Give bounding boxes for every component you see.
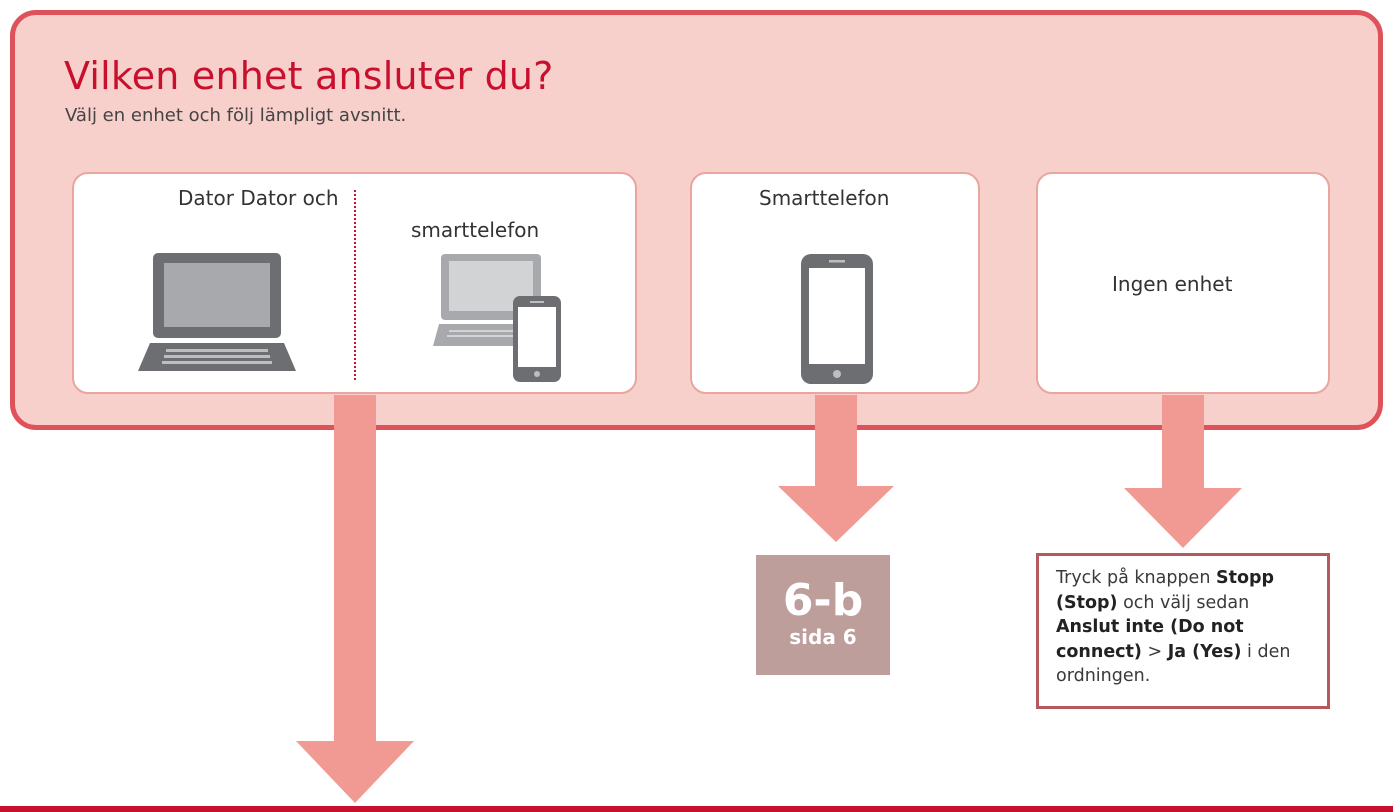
smartphone-icon [801, 254, 873, 384]
arrow-computer-shaft [334, 395, 376, 742]
instruction-text-2: och välj sedan [1117, 592, 1250, 613]
section-page: sida 6 [789, 625, 857, 649]
page-title: Vilken enhet ansluter du? [64, 54, 554, 98]
arrow-smartphone-head [778, 486, 894, 542]
no-device-instruction: Tryck på knappen Stopp (Stop) och välj s… [1036, 553, 1330, 709]
stop-button-label: Stopp (Stop) [1056, 568, 1275, 613]
page-subtitle: Välj en enhet och följ lämpligt avsnitt. [65, 105, 407, 126]
card-no-device[interactable] [1036, 172, 1330, 394]
arrow-smartphone-shaft [815, 395, 857, 487]
instruction-text-1: Tryck på knappen [1056, 568, 1216, 588]
bottom-section-border [0, 806, 1393, 812]
section-code: 6-b [782, 575, 864, 626]
card-divider [354, 190, 356, 380]
arrow-no-device-shaft [1162, 395, 1204, 489]
instruction-separator: > [1141, 641, 1168, 662]
arrow-no-device-head [1124, 488, 1242, 548]
laptop-and-phone-icon [433, 254, 561, 382]
section-reference-box[interactable]: 6-b sida 6 [756, 555, 890, 675]
laptop-icon [138, 253, 296, 371]
card-no-device-label: Ingen enhet [1112, 272, 1233, 296]
arrow-computer-head [296, 741, 414, 803]
instruction-text-3: i den ordningen. [1056, 641, 1291, 687]
card-computer-label: Dator Dator och [178, 186, 339, 210]
yes-label: Ja (Yes) [1167, 641, 1242, 662]
do-not-connect-label: Anslut inte (Do not connect) [1056, 617, 1244, 662]
card-smartphone-label: Smarttelefon [759, 186, 890, 210]
card-computer-smartphone-label: smarttelefon [411, 218, 540, 242]
